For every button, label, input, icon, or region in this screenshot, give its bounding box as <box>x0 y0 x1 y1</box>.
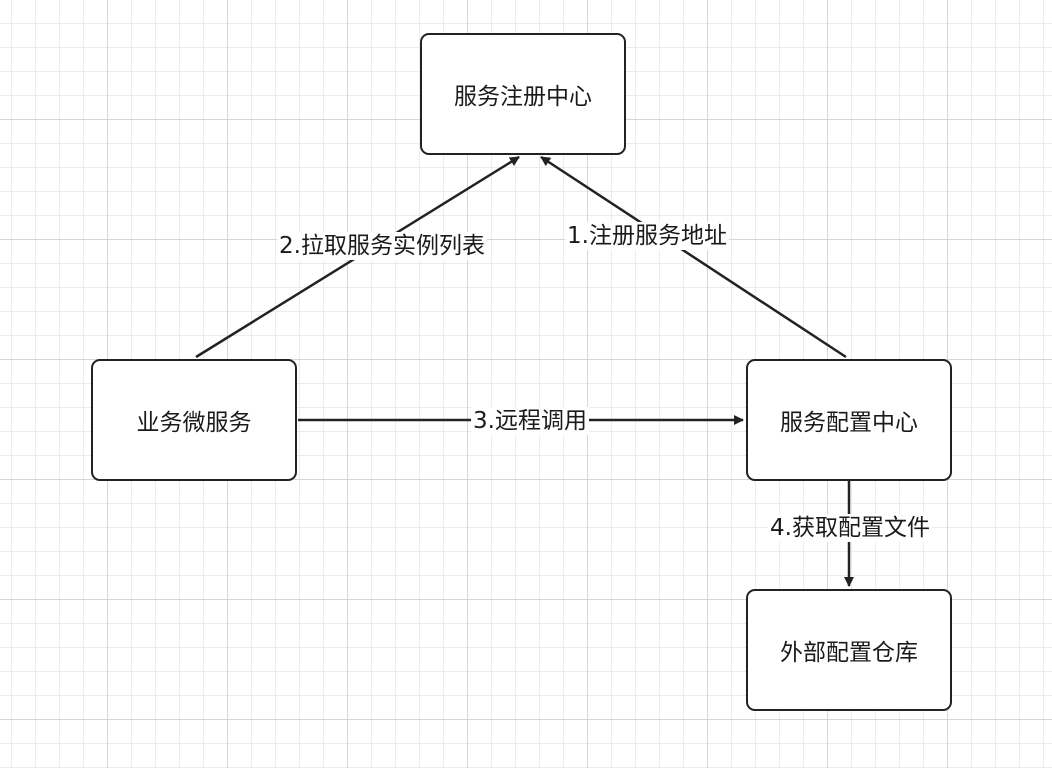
edge-remote-call-label: 3.远程调用 <box>471 407 589 435</box>
node-external-repo[interactable]: 外部配置仓库 <box>746 589 952 711</box>
node-business[interactable]: 业务微服务 <box>91 359 297 481</box>
node-config-center[interactable]: 服务配置中心 <box>746 359 952 481</box>
node-registry-label: 服务注册中心 <box>454 84 592 110</box>
node-external-repo-label: 外部配置仓库 <box>780 640 918 666</box>
edge-fetch-config-label: 4.获取配置文件 <box>768 514 932 542</box>
edge-pull-list-label: 2.拉取服务实例列表 <box>277 232 487 260</box>
node-business-label: 业务微服务 <box>136 410 252 436</box>
node-config-center-label: 服务配置中心 <box>780 410 918 436</box>
edge-register-line <box>540 155 847 359</box>
edge-register-label: 1.注册服务地址 <box>565 222 729 250</box>
node-registry[interactable]: 服务注册中心 <box>420 33 626 155</box>
